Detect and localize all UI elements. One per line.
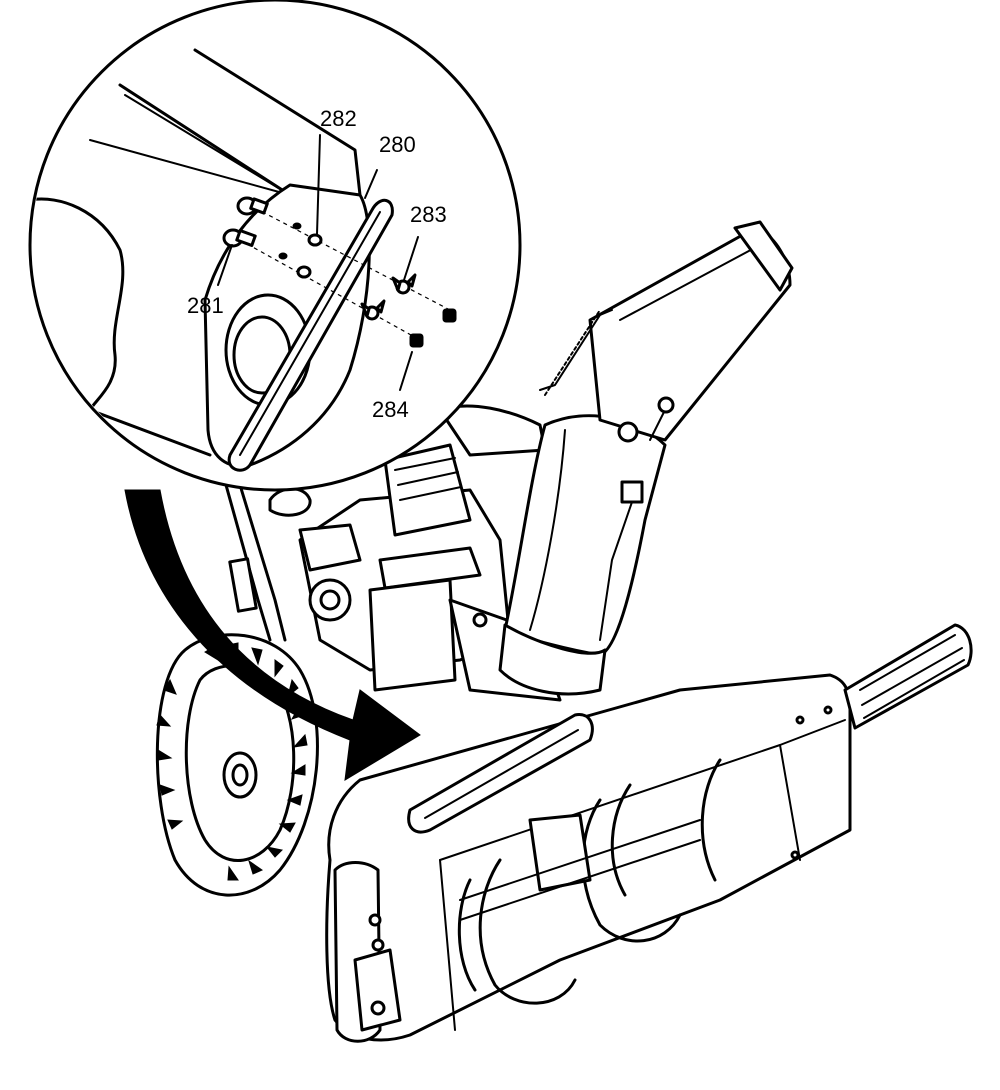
snowblower-machine (124, 220, 973, 1043)
carriage-bolt-lower (222, 228, 257, 248)
handle-bar (224, 483, 287, 642)
detail-inset: 282 280 283 281 284 (28, 0, 522, 492)
discharge-chute (498, 220, 794, 696)
callout-281: 281 (187, 293, 224, 318)
wing-nut-lower (360, 299, 386, 321)
callout-280: 280 (379, 132, 416, 157)
wing-nut-upper (391, 273, 417, 295)
carriage-bolt-upper (236, 196, 269, 216)
auger-shaft-tube (843, 623, 973, 730)
callout-282: 282 (320, 106, 357, 131)
auger-housing (325, 673, 852, 1043)
callout-283: 283 (410, 202, 447, 227)
callout-284: 284 (372, 397, 409, 422)
direction-arrow (124, 489, 421, 781)
